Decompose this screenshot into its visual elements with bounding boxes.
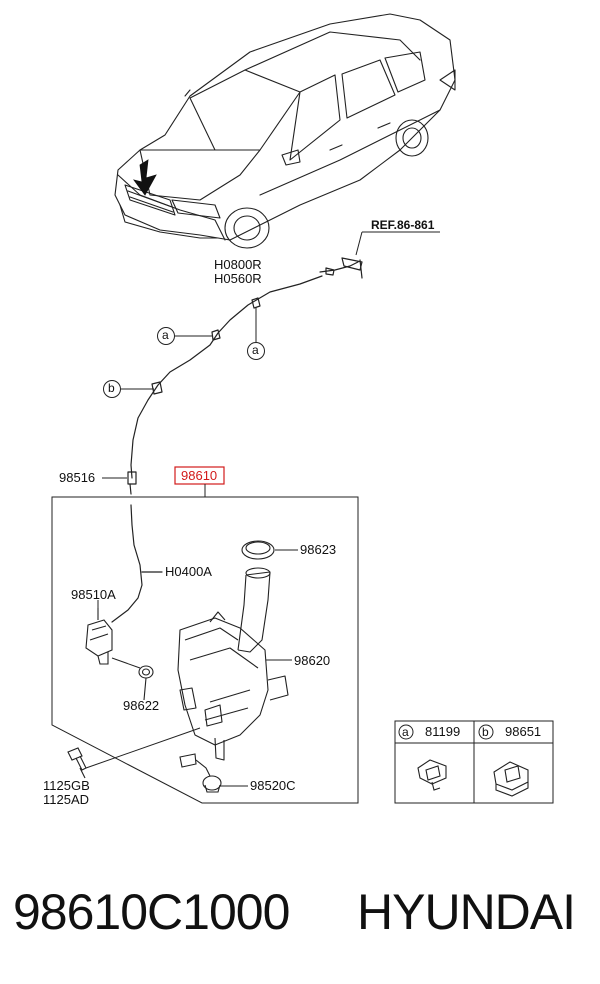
clip-a-icon <box>417 759 447 791</box>
legend-b-part: 98651 <box>505 724 542 739</box>
footer-brand: HYUNDAI <box>357 884 576 940</box>
callout-a2-letter: a <box>252 343 259 357</box>
label-h0800r: H0800R <box>214 257 262 272</box>
label-h0400a: H0400A <box>165 564 212 579</box>
upper-hose <box>127 257 363 495</box>
label-98520c: 98520C <box>250 778 296 793</box>
clip-b-icon <box>493 761 529 797</box>
assembly-frame <box>51 496 359 804</box>
label-98610: 98610 <box>181 468 218 483</box>
callout-a-letter: a <box>162 328 169 342</box>
label-98623: 98623 <box>300 542 337 557</box>
label-h0560r: H0560R <box>214 271 262 286</box>
highlight-box-98610 <box>174 466 225 485</box>
location-arrow-icon <box>133 159 157 196</box>
car-illustration <box>114 13 456 249</box>
label-98510a: 98510A <box>71 587 116 602</box>
legend-b-letter: b <box>482 725 489 739</box>
callout-circles <box>103 327 265 398</box>
label-ref: REF.86-861 <box>371 218 435 232</box>
leader-1125gb <box>85 727 201 769</box>
tank-98620 <box>177 567 292 761</box>
bolt-1125gb <box>67 747 87 779</box>
pump-leader <box>111 657 141 669</box>
label-98622: 98622 <box>123 698 160 713</box>
label-1125gb: 1125GB <box>43 778 90 793</box>
callout-b-letter: b <box>108 381 115 395</box>
pump-98510a <box>85 608 113 665</box>
sensor-98520c <box>179 753 248 793</box>
ref-leader <box>355 231 440 256</box>
label-98620: 98620 <box>294 653 331 668</box>
label-1125ad: 1125AD <box>43 792 90 807</box>
footer-part-number: 98610C1000 <box>13 884 290 940</box>
grommet-98622 <box>138 665 154 701</box>
inner-hose <box>111 504 163 623</box>
legend-a-part: 81199 <box>425 724 461 739</box>
legend-table <box>394 720 554 804</box>
cap-98623 <box>241 540 298 560</box>
callout-leaders <box>121 307 257 390</box>
legend-a-letter: a <box>402 725 409 739</box>
label-98516: 98516 <box>59 470 96 485</box>
